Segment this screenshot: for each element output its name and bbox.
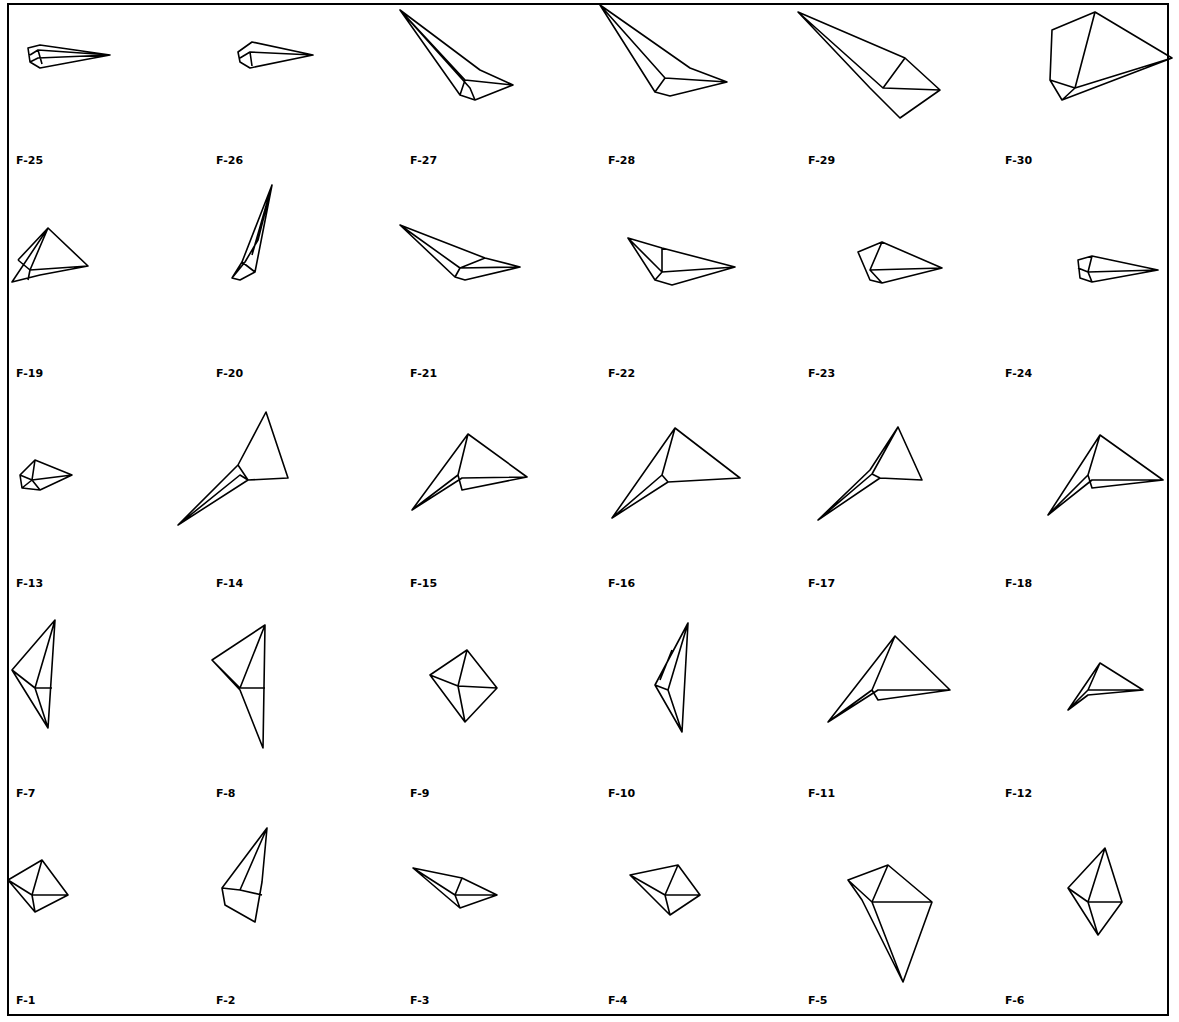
figure-label: F-24 [1005,368,1032,379]
figure [28,45,110,68]
figure-label: F-23 [808,368,835,379]
frame [8,4,1168,1015]
figure [232,185,272,280]
figure [430,650,497,722]
figure [1050,12,1172,100]
figure-label: F-17 [808,578,835,589]
figure-label: F-10 [608,788,635,799]
figure [12,228,88,282]
figure-label: F-13 [16,578,43,589]
figure [178,412,288,525]
figure-label: F-28 [608,155,635,166]
figure [400,225,520,280]
figure [600,5,727,96]
figure-label: F-2 [216,995,235,1006]
figure-label: F-26 [216,155,243,166]
figure-label: F-1 [16,995,35,1006]
figure [238,42,313,68]
figure [412,434,527,510]
figure-label: F-19 [16,368,43,379]
figure-label: F-16 [608,578,635,589]
figure-label: F-11 [808,788,835,799]
figure [628,238,735,285]
figure-label: F-15 [410,578,437,589]
figure-label: F-4 [608,995,627,1006]
figure-label: F-21 [410,368,437,379]
figure [413,868,497,908]
figure [1078,256,1158,282]
figure-label: F-8 [216,788,235,799]
figure-label: F-14 [216,578,243,589]
figure [20,460,72,490]
figure [1068,663,1143,710]
figure [400,10,513,100]
figure-label: F-12 [1005,788,1032,799]
figure [798,12,940,118]
figure [12,620,55,728]
figure [848,865,932,982]
figure-label: F-7 [16,788,35,799]
figure [655,623,688,732]
figure [818,427,922,520]
figure-label: F-5 [808,995,827,1006]
figure [858,242,942,283]
figure-label: F-9 [410,788,429,799]
figure [1068,848,1122,935]
figure-label: F-18 [1005,578,1032,589]
figure-label: F-25 [16,155,43,166]
figure [828,636,950,722]
figure-label: F-22 [608,368,635,379]
figure [630,865,700,915]
figure-label: F-3 [410,995,429,1006]
figure [8,860,68,912]
figure-label: F-20 [216,368,243,379]
figure-label: F-27 [410,155,437,166]
figure [222,828,267,922]
figure-label: F-29 [808,155,835,166]
figure [212,625,265,748]
figure-label: F-6 [1005,995,1024,1006]
figure [1048,435,1163,515]
figure-label: F-30 [1005,155,1032,166]
figure [612,428,740,518]
